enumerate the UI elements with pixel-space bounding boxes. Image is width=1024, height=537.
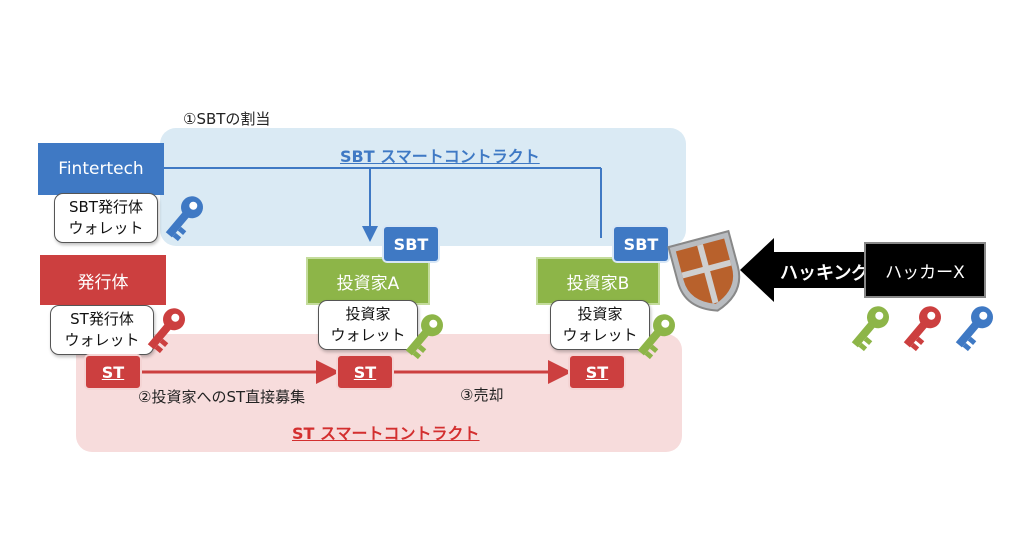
key-icon	[903, 306, 941, 352]
hacker-box: ハッカーX	[864, 242, 986, 298]
shield-icon	[667, 229, 741, 312]
key-icon	[637, 314, 675, 360]
fintertech-box: Fintertech	[38, 143, 164, 195]
investor-a-wallet-line1: 投資家	[345, 305, 391, 323]
investor-a-box: 投資家A	[306, 257, 430, 305]
investor-b-wallet-line2: ウォレット	[562, 326, 638, 344]
investor-a-wallet: 投資家 ウォレット	[318, 300, 418, 350]
key-icon	[165, 196, 203, 242]
key-icon	[405, 314, 443, 360]
sbt-issuer-wallet-line2: ウォレット	[68, 219, 144, 237]
key-icon	[955, 306, 993, 352]
st-badge-investor-b: ST	[568, 354, 626, 390]
st-issuer-wallet-line2: ウォレット	[64, 331, 140, 349]
step3-label: ③売却	[460, 386, 504, 404]
investor-b-wallet: 投資家 ウォレット	[550, 300, 650, 350]
investor-b-wallet-line1: 投資家	[577, 305, 623, 323]
hacking-label: ハッキング	[780, 263, 870, 284]
st-zone-title: ST スマートコントラクト	[292, 424, 480, 443]
st-badge-investor-a: ST	[336, 354, 394, 390]
step1-label: ①SBTの割当	[183, 110, 271, 128]
sbt-badge-investor-b: SBT	[612, 225, 670, 263]
issuer-box: 発行体	[40, 255, 166, 305]
st-issuer-wallet: ST発行体 ウォレット	[50, 305, 154, 355]
st-smart-contract-zone	[76, 334, 682, 452]
investor-a-wallet-line2: ウォレット	[330, 326, 406, 344]
sbt-issuer-wallet: SBT発行体 ウォレット	[54, 193, 158, 243]
step2-label: ②投資家へのST直接募集	[138, 388, 306, 406]
sbt-issuer-wallet-line1: SBT発行体	[69, 198, 143, 216]
st-issuer-wallet-line1: ST発行体	[70, 310, 134, 328]
sbt-badge-investor-a: SBT	[382, 225, 440, 263]
st-badge-issuer: ST	[84, 354, 142, 390]
investor-b-box: 投資家B	[536, 257, 660, 305]
arrow-left-icon	[740, 238, 864, 302]
key-icon	[851, 306, 889, 352]
sbt-zone-title: SBT スマートコントラクト	[340, 147, 540, 166]
key-icon	[147, 308, 185, 354]
